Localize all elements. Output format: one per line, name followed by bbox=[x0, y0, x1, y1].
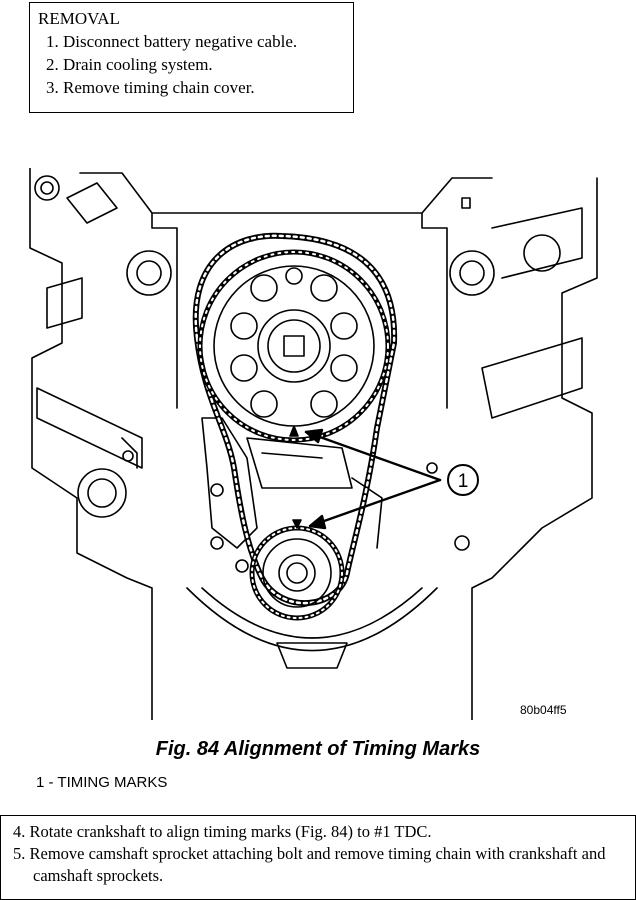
timing-chain bbox=[192, 232, 398, 606]
timing-mark-arrows bbox=[304, 428, 442, 530]
callout-circle bbox=[447, 464, 479, 496]
removal-step-3: 3. Remove timing chain cover. bbox=[46, 78, 255, 97]
timing-chain-illustration: 1 bbox=[22, 168, 600, 720]
procedure-step-5: 5. Remove camshaft sprocket attaching bo… bbox=[13, 844, 606, 885]
camshaft-sprocket bbox=[197, 249, 391, 443]
removal-heading: REMOVAL bbox=[38, 9, 120, 28]
crankshaft-sprocket bbox=[249, 519, 345, 621]
procedure-step-4: 4. Rotate crankshaft to align timing mar… bbox=[13, 822, 432, 841]
removal-step-2: 2. Drain cooling system. bbox=[46, 55, 213, 74]
callout-number: 1 bbox=[458, 471, 469, 492]
figure-code: 80b04ff5 bbox=[520, 703, 567, 717]
removal-step-1: 1. Disconnect battery negative cable. bbox=[46, 32, 298, 51]
engine-block-outline bbox=[29, 168, 153, 720]
figure-caption: Fig. 84 Alignment of Timing Marks bbox=[155, 738, 481, 760]
procedure-box: 4. Rotate crankshaft to align timing mar… bbox=[0, 815, 636, 900]
removal-box: REMOVAL 1. Disconnect battery negative c… bbox=[29, 2, 354, 113]
figure-legend: 1 - TIMING MARKS bbox=[36, 774, 168, 791]
